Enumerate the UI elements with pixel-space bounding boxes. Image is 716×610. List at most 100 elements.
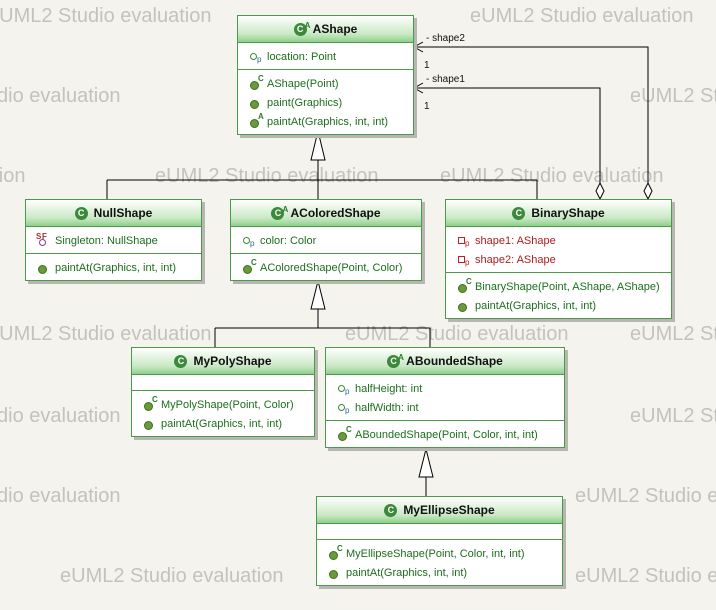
multiplicity-shape2: 1	[424, 60, 430, 71]
abstract-method-icon: A	[248, 112, 264, 129]
operation-item[interactable]: paintAt(Graphics, int, int)	[446, 296, 671, 315]
operation-text: paintAt(Graphics, int, int)	[267, 115, 389, 128]
protected-field-icon: p	[241, 234, 257, 248]
role-label-shape1: - shape1	[426, 74, 465, 85]
operation-text: paintAt(Graphics, int, int)	[161, 417, 283, 430]
attribute-text: location: Point	[267, 50, 337, 63]
operation-text: BinaryShape(Point, AShape, AShape)	[475, 280, 660, 293]
constructor-icon: C	[456, 277, 472, 294]
association-shape1	[414, 87, 601, 183]
multiplicity-shape1: 1	[424, 101, 430, 112]
class-header[interactable]: C NullShape	[26, 200, 201, 227]
watermark-text: eUML2 Studio evaluation	[0, 5, 212, 27]
constructor-icon: C	[327, 544, 343, 561]
operation-item[interactable]: paintAt(Graphics, int, int)	[317, 563, 562, 582]
association-shape2	[414, 46, 649, 183]
attribute-text: halfHeight: int	[355, 382, 423, 395]
constructor-icon: C	[241, 258, 257, 275]
arrowhead-shape2	[412, 41, 424, 53]
operation-item[interactable]: paintAt(Graphics, int, int)	[132, 414, 314, 433]
inheritance-arrow-ashape	[310, 130, 326, 161]
attribute-text: shape1: AShape	[475, 234, 556, 247]
operation-text: MyEllipseShape(Point, Color, int, int)	[346, 547, 525, 560]
operation-text: MyPolyShape(Point, Color)	[161, 398, 294, 411]
private-field-icon: p	[456, 234, 472, 248]
class-name: BinaryShape	[531, 206, 605, 220]
attributes-section	[132, 375, 314, 391]
watermark-text: eUML2 Studio evaluation	[630, 323, 716, 345]
operation-text: paintAt(Graphics, int, int)	[55, 261, 177, 274]
inheritance-line-ashape	[106, 160, 538, 199]
protected-field-icon: p	[248, 50, 264, 64]
constructor-icon: C	[142, 395, 158, 412]
class-name: NullShape	[93, 206, 153, 220]
public-method-icon	[456, 299, 472, 313]
aggregation-diamond-shape1	[595, 181, 605, 201]
constructor-icon: C	[336, 425, 352, 442]
operation-text: AColoredShape(Point, Color)	[260, 261, 403, 274]
abstract-marker: A	[398, 352, 404, 362]
watermark-text: eUML2 Studio evaluation	[470, 5, 694, 27]
class-name: ABoundedShape	[406, 354, 503, 368]
operation-text: ABoundedShape(Point, Color, int, int)	[355, 428, 538, 441]
abstract-marker: A	[282, 204, 289, 214]
attribute-text: color: Color	[260, 234, 317, 247]
role-label-shape2: - shape2	[426, 33, 465, 44]
aggregation-diamond-shape2	[643, 181, 653, 201]
inheritance-arrow-abounded	[418, 448, 434, 478]
watermark-text: eUML2 Studio evaluation	[155, 165, 379, 187]
class-icon: C	[74, 206, 88, 220]
operation-text: paintAt(Graphics, int, int)	[475, 299, 597, 312]
arrowhead-shape1	[412, 82, 424, 94]
watermark-text: eUML2 Studio evaluation	[0, 323, 212, 345]
class-name: MyEllipseShape	[403, 503, 495, 517]
protected-field-icon: p	[336, 401, 352, 415]
operation-item[interactable]: paintAt(Graphics, int, int)	[26, 258, 201, 277]
watermark-text: eUML2 Studio evaluation	[0, 405, 121, 427]
watermark-text: eUML2 Studio evaluation	[630, 85, 716, 107]
operation-item[interactable]: paint(Graphics)	[238, 93, 413, 112]
operations-section: paintAt(Graphics, int, int)	[26, 254, 201, 280]
watermark-text: eUML2 Studio evaluation	[0, 85, 121, 107]
class-icon: C	[174, 354, 188, 368]
